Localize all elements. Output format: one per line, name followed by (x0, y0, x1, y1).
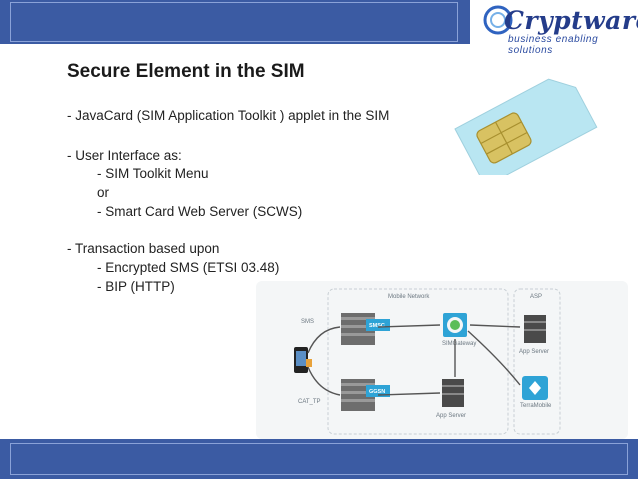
bullet-scws: - Smart Card Web Server (SCWS) (97, 204, 303, 219)
slide-title: Secure Element in the SIM (67, 61, 305, 82)
mobile-network-region (327, 288, 509, 435)
top-banner-frame (10, 2, 458, 42)
bottom-banner (0, 439, 638, 479)
logo-name: Cryptware (504, 6, 638, 35)
cryptware-logo: Cryptware business enabling solutions (482, 4, 638, 56)
phone-icon (294, 347, 312, 373)
cat-tp-label: CAT_TP (298, 399, 321, 405)
bullet-javacard: - JavaCard (SIM Application Toolkit ) ap… (67, 108, 390, 123)
bullet-sim-toolkit-menu: - SIM Toolkit Menu (97, 166, 209, 181)
smsc-label: SMSC (369, 323, 385, 329)
app-server-mobile-label: App Server (436, 413, 466, 419)
asp-label: ASP (530, 294, 542, 300)
sim-gateway-icon: SIMGateway (442, 313, 476, 347)
bullet-user-interface: - User Interface as: (67, 148, 182, 163)
sim-card-image (454, 78, 598, 175)
top-banner (0, 0, 470, 44)
logo-tagline: business enabling solutions (508, 34, 599, 56)
bullet-transaction: - Transaction based upon (67, 241, 220, 256)
app-server-asp-label: App Server (519, 349, 549, 355)
ggsn-server-icon: GGSN (341, 379, 390, 411)
logo-swirl-icon (483, 5, 513, 35)
asp-region (513, 288, 561, 435)
bottom-banner-frame (10, 443, 628, 475)
bullet-or: or (97, 185, 110, 200)
smsc-server-icon: SMSC (341, 313, 390, 345)
terra-label: TerraMobile (520, 403, 552, 409)
connector-arrows (307, 324, 521, 396)
sms-label: SMS (301, 319, 314, 325)
network-diagram: Mobile Network ASP SMS CAT_TP SMSC GGSN (256, 281, 628, 439)
mobile-network-label: Mobile Network (388, 294, 430, 300)
app-server-mobile-icon: App Server (436, 379, 466, 419)
app-server-asp-icon: App Server (519, 315, 549, 355)
terra-mobile-icon: TerraMobile (520, 376, 552, 409)
ggsn-label: GGSN (369, 389, 385, 395)
sim-gateway-label: SIMGateway (442, 341, 476, 347)
bullet-encrypted-sms: - Encrypted SMS (ETSI 03.48) (97, 260, 280, 275)
bullet-bip: - BIP (HTTP) (97, 279, 175, 294)
